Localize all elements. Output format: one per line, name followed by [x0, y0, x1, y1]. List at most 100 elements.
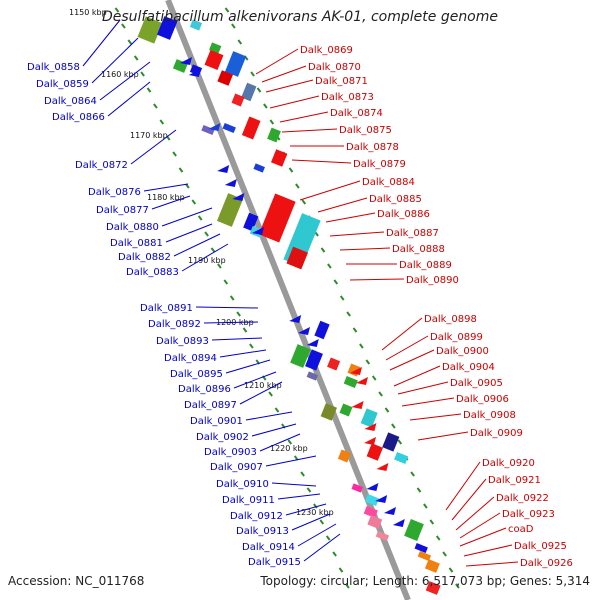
tick-mark	[410, 471, 415, 477]
left-connector	[233, 371, 277, 389]
right-gene-label: Dalk_0925	[514, 541, 567, 552]
tick-mark	[435, 535, 441, 541]
left-gene-label: Dalk_0893	[156, 336, 209, 347]
left-gene-label: Dalk_0882	[118, 252, 171, 263]
gene-feature	[286, 246, 308, 270]
gene-feature	[337, 449, 351, 463]
gene-feature	[375, 530, 390, 542]
map-title: Desulfatibacillum alkenivorans AK-01, co…	[101, 9, 499, 25]
tick-mark	[333, 279, 339, 285]
right-connector	[281, 128, 338, 133]
left-gene-label: Dalk_0907	[210, 462, 263, 473]
tick-mark	[429, 519, 435, 525]
right-connector	[409, 413, 462, 421]
left-gene-label: Dalk_0895	[170, 369, 223, 380]
left-connector	[195, 306, 259, 309]
right-connector	[329, 231, 385, 237]
left-connector	[173, 233, 221, 257]
left-gene-label: Dalk_0877	[96, 205, 149, 216]
strand-arrow	[208, 123, 221, 131]
scale-label: 1150 kbp	[69, 8, 107, 17]
gene-feature	[253, 163, 265, 173]
gene-feature	[156, 16, 178, 40]
left-gene-label: Dalk_0912	[230, 511, 283, 522]
left-connector	[271, 482, 317, 487]
tick-mark	[223, 279, 229, 285]
right-gene-label: Dalk_0889	[399, 260, 452, 271]
tick-mark	[365, 359, 371, 365]
left-gene-label: Dalk_0915	[248, 557, 301, 568]
right-connector	[339, 247, 391, 251]
tick-mark	[352, 327, 358, 333]
left-gene-label: Dalk_0883	[126, 267, 179, 278]
left-gene-label: Dalk_0913	[236, 526, 289, 537]
scale-label: 1170 kbp	[130, 131, 168, 140]
left-connector	[181, 243, 229, 272]
right-connector	[455, 496, 495, 531]
strand-arrow	[364, 423, 377, 431]
tick-mark	[339, 295, 345, 301]
strand-arrow	[224, 179, 237, 187]
gene-feature	[351, 483, 363, 493]
tick-mark	[416, 487, 422, 493]
left-gene-label: Dalk_0880	[106, 222, 159, 233]
right-connector	[417, 431, 469, 441]
right-connector	[269, 95, 320, 109]
strand-arrow	[351, 401, 364, 409]
left-connector	[277, 493, 321, 500]
tick-mark	[397, 439, 403, 445]
gene-feature	[224, 51, 247, 77]
strand-arrow	[384, 507, 396, 515]
right-gene-label: Dalk_0908	[463, 410, 516, 421]
gene-feature	[382, 432, 400, 452]
left-connector	[265, 455, 317, 467]
tick-mark	[320, 247, 326, 253]
tick-mark	[359, 343, 364, 349]
right-connector	[261, 65, 307, 83]
gene-feature	[290, 344, 311, 368]
left-connector	[143, 183, 189, 192]
tick-mark	[313, 503, 318, 509]
gene-feature	[305, 349, 323, 371]
tick-mark	[237, 39, 243, 45]
right-connector	[401, 397, 455, 407]
left-gene-label: Dalk_0903	[204, 447, 257, 458]
tick-mark	[114, 7, 120, 13]
left-gene-label: Dalk_0859	[36, 79, 89, 90]
gene-feature	[137, 16, 163, 44]
gene-feature	[343, 376, 358, 388]
right-connector	[317, 197, 368, 213]
tick-mark	[121, 23, 126, 29]
tick-mark	[133, 55, 139, 61]
right-gene-label: Dalk_0879	[353, 159, 406, 170]
left-connector	[151, 195, 191, 210]
tick-mark	[236, 311, 241, 317]
right-gene-label: Dalk_0888	[392, 244, 445, 255]
tick-mark	[274, 407, 280, 413]
right-gene-label: Dalk_0923	[502, 509, 555, 520]
strand-arrow	[217, 165, 230, 173]
tick-mark	[327, 263, 332, 269]
tick-mark	[378, 391, 383, 397]
tick-mark	[204, 231, 209, 237]
tick-mark	[269, 119, 275, 125]
left-connector	[245, 411, 293, 421]
left-connector	[82, 19, 121, 67]
gene-feature	[367, 515, 383, 529]
left-connector	[161, 207, 213, 227]
left-gene-label: Dalk_0894	[164, 353, 217, 364]
left-gene-label: Dalk_0876	[88, 187, 141, 198]
scale-label: 1230 kbp	[296, 508, 334, 517]
left-gene-label: Dalk_0864	[44, 96, 97, 107]
tick-mark	[127, 39, 133, 45]
scale-label: 1160 kbp	[101, 70, 139, 79]
gene-feature	[366, 443, 383, 461]
right-connector	[325, 212, 376, 223]
right-connector	[465, 561, 519, 567]
gene-feature	[241, 82, 257, 102]
left-gene-labels: Dalk_0858Dalk_0859Dalk_0864Dalk_0866Dalk…	[27, 19, 341, 568]
tick-mark	[301, 199, 307, 205]
right-connector	[265, 79, 314, 93]
gene-feature	[363, 506, 378, 518]
